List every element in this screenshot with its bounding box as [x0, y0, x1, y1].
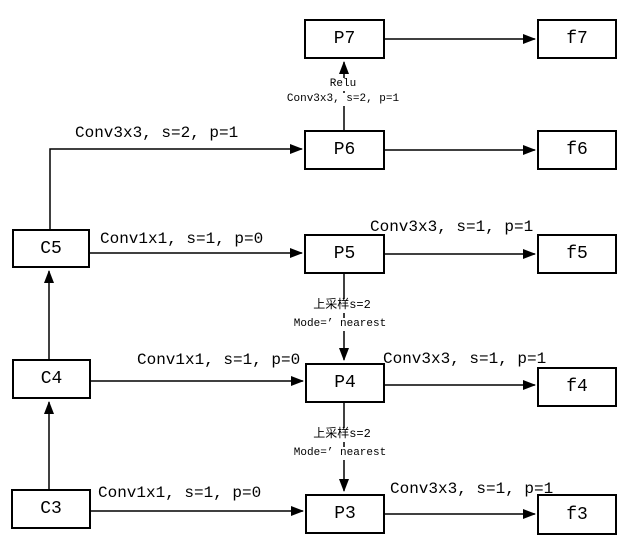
edge-label-p5-to-p4-upsample: 上采样s=2: [311, 298, 373, 313]
edge-label-p4-to-p3-mode: Mode=’ nearest: [291, 447, 389, 460]
node-p5: P5: [304, 234, 385, 274]
node-f7-label: f7: [566, 29, 588, 49]
node-p6: P6: [304, 130, 385, 170]
edge-label-p6-to-p7-conv: Conv3x3, s=2, p=1: [284, 93, 402, 106]
node-f3-label: f3: [566, 504, 588, 525]
node-c4-label: C4: [40, 369, 63, 389]
edge-label-c4-to-p4: Conv1x1, s=1, p=0: [137, 351, 301, 369]
node-f5: f5: [537, 234, 617, 274]
node-p3: P3: [305, 494, 385, 534]
node-c5: C5: [12, 229, 90, 268]
edge-label-p5-to-f5: Conv3x3, s=1, p=1: [370, 218, 534, 236]
edge-label-p3-to-f3: Conv3x3, s=1, p=1: [390, 480, 554, 498]
node-f6-label: f6: [566, 140, 588, 160]
edge-label-c3-to-p3: Conv1x1, s=1, p=0: [98, 484, 262, 502]
node-f3: f3: [537, 494, 617, 535]
node-p5-label: P5: [333, 244, 356, 264]
node-p7: P7: [304, 19, 385, 59]
edge-label-p6-to-p7-relu: Relu: [327, 78, 359, 91]
edge-label-p4-to-f4: Conv3x3, s=1, p=1: [383, 350, 547, 368]
edge-label-p4-to-p3-upsample: 上采样s=2: [311, 427, 373, 442]
node-f4: f4: [537, 367, 617, 407]
node-c4: C4: [12, 359, 91, 399]
node-p3-label: P3: [334, 504, 356, 524]
node-p6-label: P6: [333, 140, 356, 160]
edge-c5-to-p6: [49, 144, 303, 229]
edge-label-p5-to-p4-mode: Mode=’ nearest: [291, 318, 389, 331]
node-p4-label: P4: [334, 373, 356, 393]
node-c5-label: C5: [40, 238, 62, 259]
node-f5-label: f5: [566, 244, 588, 264]
edge-label-c5-to-p5: Conv1x1, s=1, p=0: [100, 230, 264, 248]
node-f6: f6: [537, 130, 617, 170]
node-f7: f7: [537, 19, 617, 59]
node-c3-label: C3: [40, 499, 62, 519]
node-c3: C3: [11, 489, 91, 529]
node-p7-label: P7: [333, 29, 356, 49]
node-p4: P4: [305, 363, 385, 403]
edge-label-c5-to-p6: Conv3x3, s=2, p=1: [75, 124, 239, 142]
node-f4-label: f4: [566, 377, 588, 397]
